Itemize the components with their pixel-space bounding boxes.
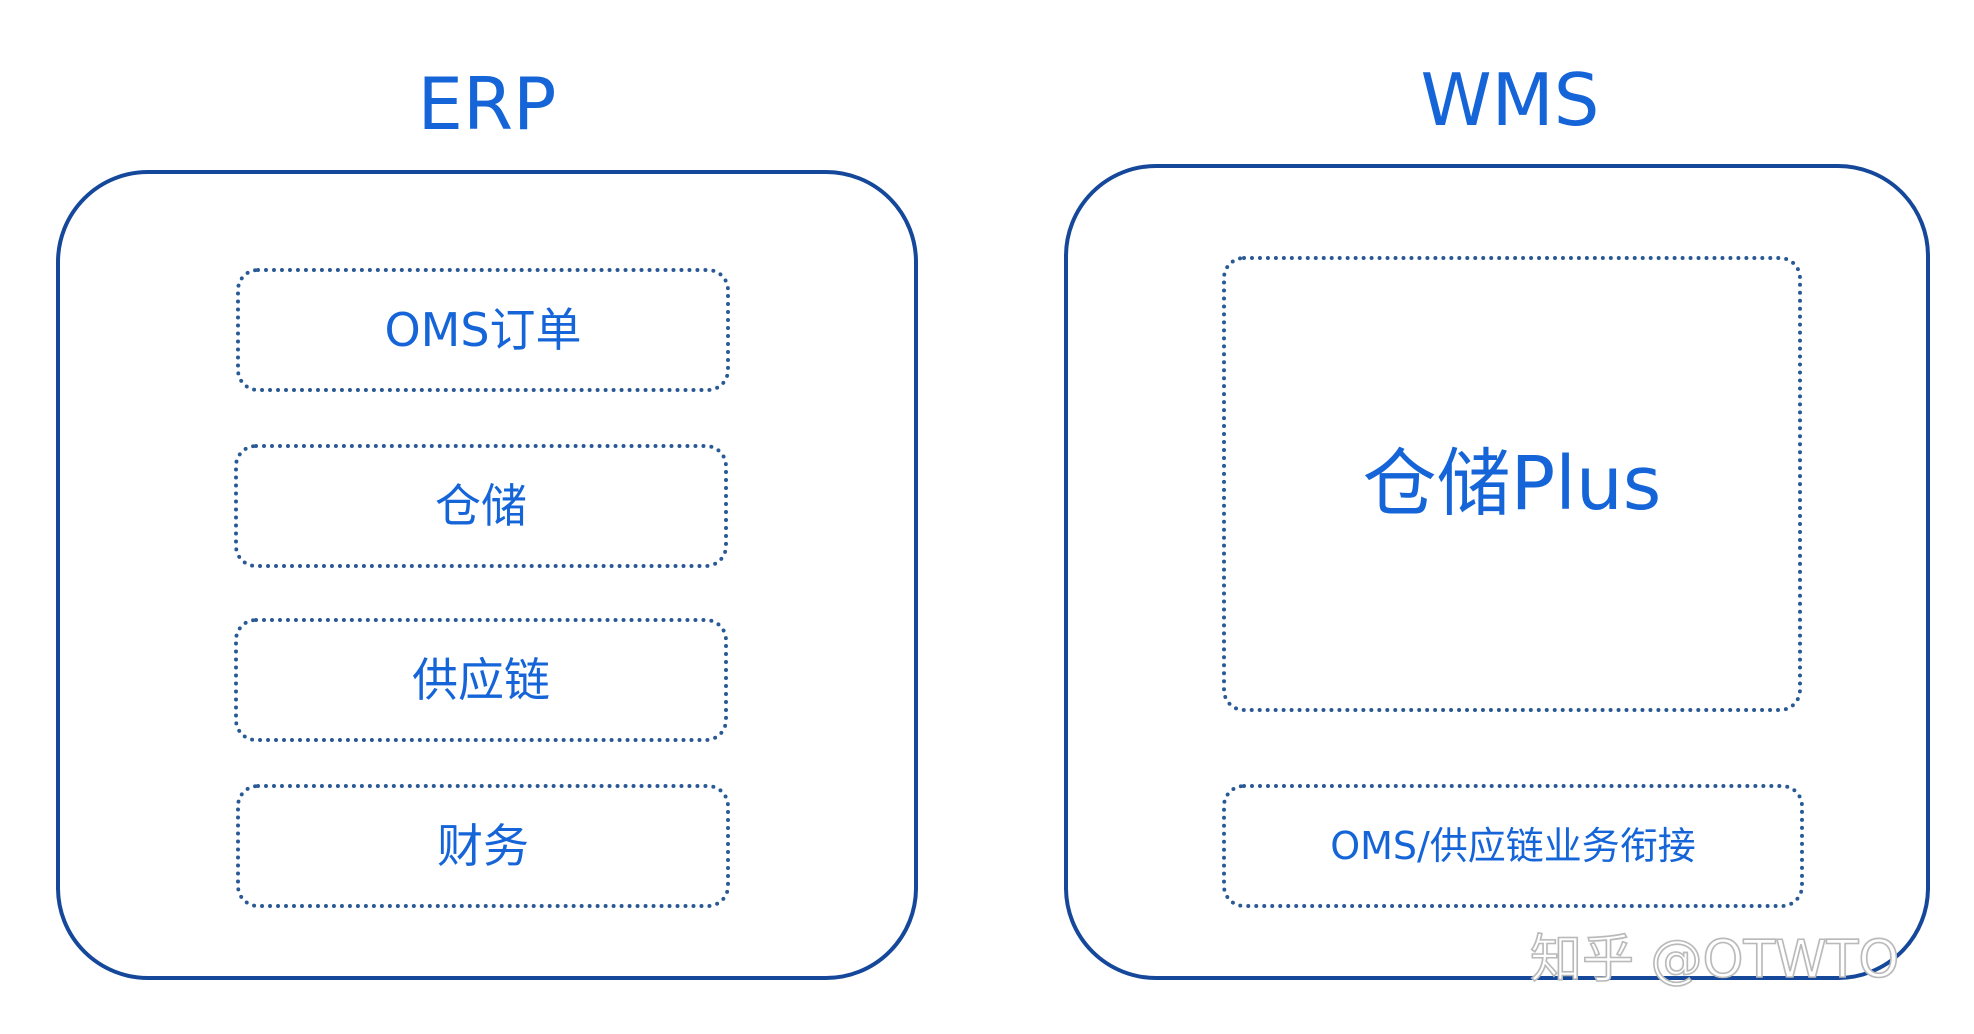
erp-module-oms-order: OMS订单 xyxy=(236,268,730,392)
wms-panel xyxy=(1064,164,1930,980)
erp-module-warehouse: 仓储 xyxy=(234,444,728,568)
erp-module-finance-label: 财务 xyxy=(437,819,529,873)
wms-module-oms-supply-chain-link: OMS/供应链业务衔接 xyxy=(1222,784,1804,908)
erp-panel xyxy=(56,170,918,980)
wms-title: WMS xyxy=(1420,58,1600,142)
wms-module-warehouse-plus: 仓储Plus xyxy=(1222,256,1802,712)
erp-module-warehouse-label: 仓储 xyxy=(435,479,527,533)
erp-module-supply-chain-label: 供应链 xyxy=(412,653,550,707)
watermark: 知乎 @OTWTO xyxy=(1529,930,1900,990)
erp-module-supply-chain: 供应链 xyxy=(234,618,728,742)
erp-module-oms-order-label: OMS订单 xyxy=(384,303,582,357)
wms-module-warehouse-plus-label: 仓储Plus xyxy=(1362,441,1662,527)
erp-module-finance: 财务 xyxy=(236,784,730,908)
erp-title: ERP xyxy=(417,62,557,146)
wms-module-oms-supply-chain-link-label: OMS/供应链业务衔接 xyxy=(1330,824,1696,868)
